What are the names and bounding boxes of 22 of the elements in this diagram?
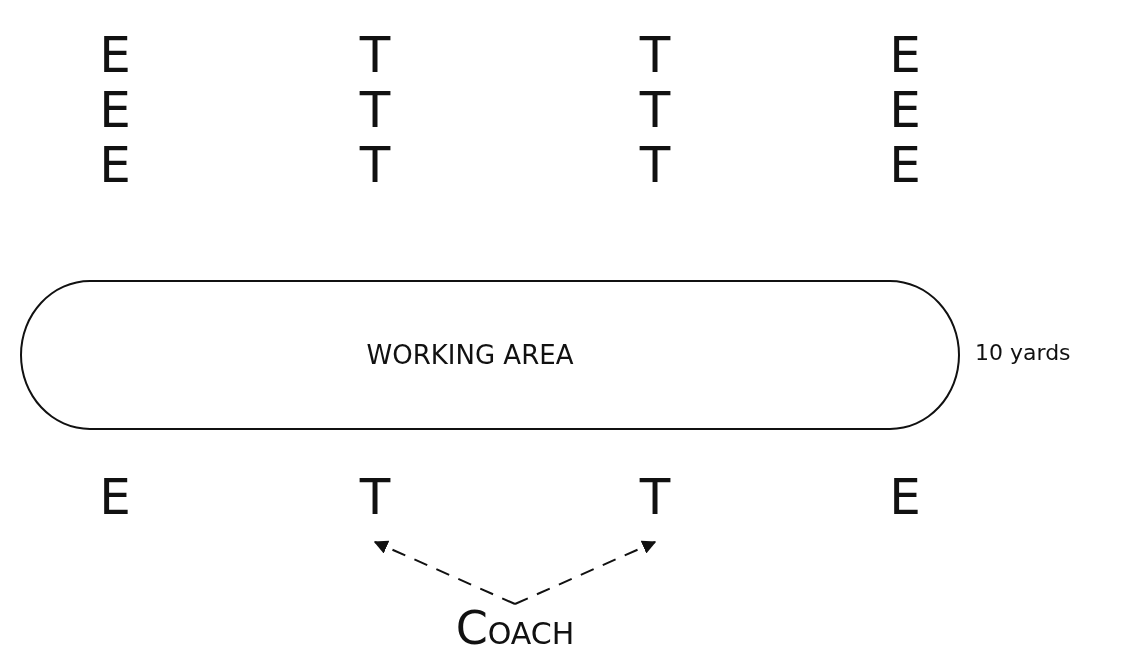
player-letter: E [889, 30, 921, 80]
player-letter: T [639, 30, 671, 80]
player-letter: E [99, 85, 131, 135]
player-letter: T [350, 472, 400, 522]
player-letter: T [630, 472, 680, 522]
player-letter: E [99, 140, 131, 190]
player-letter: T [359, 85, 391, 135]
player-letter: E [889, 85, 921, 135]
area-label: WORKING AREA [366, 340, 574, 370]
player-letter: E [889, 472, 921, 522]
dashed-arrow [373, 540, 516, 605]
player-letter: E [99, 30, 131, 80]
player-letter: T [359, 30, 391, 80]
working-area-box [20, 280, 960, 430]
player-letter: E [99, 472, 131, 522]
player-letter: E [889, 140, 921, 190]
dashed-arrow [514, 540, 657, 605]
player-letter: T [359, 140, 391, 190]
player-letter: T [639, 85, 671, 135]
player-letter: T [639, 140, 671, 190]
coach-label: COACH [440, 608, 590, 654]
dimension-label: 10 yards [975, 340, 1071, 365]
